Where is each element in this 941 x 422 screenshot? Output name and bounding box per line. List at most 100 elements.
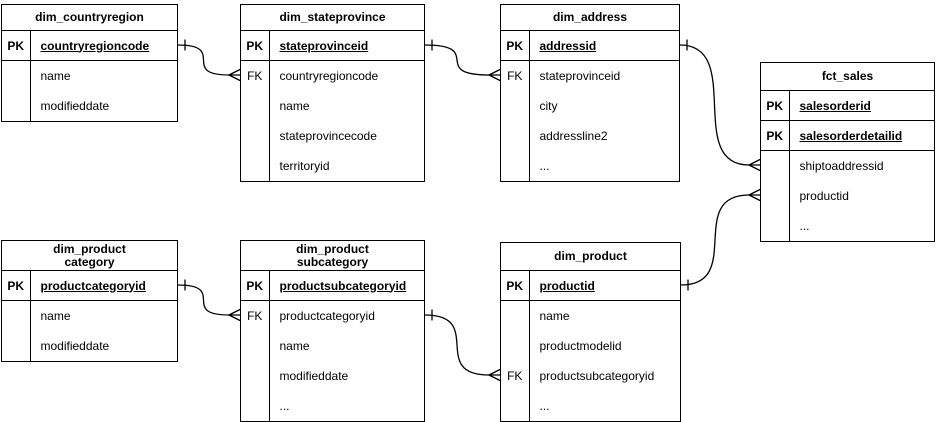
table-title: dim_countryregion	[2, 5, 177, 31]
field-row-territoryid: territoryid	[241, 151, 424, 181]
field-name: countryregioncode	[40, 38, 150, 53]
key-cell-empty	[761, 151, 790, 181]
table-title: dim_address	[501, 5, 679, 31]
field-name: name	[279, 339, 310, 353]
field-name: modifieddate	[279, 369, 349, 383]
key-cell-empty	[501, 301, 530, 331]
key-cell-empty	[241, 151, 270, 181]
field-row-stateprovincecode: stateprovincecode	[241, 121, 424, 151]
field-row-productmodelid: productmodelid	[501, 331, 680, 361]
field-name: name	[40, 69, 71, 83]
key-cell-empty	[241, 361, 270, 391]
field-row-modifieddate: modifieddate	[241, 361, 424, 391]
relationship-dim_countryregion-to-dim_stateprovince	[177, 39, 241, 82]
table-title-line: dim_product	[53, 241, 126, 256]
key-cell-empty	[2, 61, 31, 91]
field-name: addressline2	[539, 129, 608, 143]
key-label-fk: FK	[241, 61, 270, 91]
field-row-ellipsis: ...	[761, 211, 934, 241]
table-title: dim_product	[501, 243, 680, 271]
key-cell-empty	[501, 91, 530, 121]
field-row-countryregioncode: FK countryregioncode	[241, 61, 424, 91]
field-row-ellipsis: ...	[501, 151, 679, 181]
crows-foot-many-icon	[488, 368, 501, 382]
field-name: salesorderdetailid	[799, 128, 903, 143]
key-label-pk: PK	[241, 31, 270, 60]
field-row-modifieddate: modifieddate	[2, 91, 177, 121]
field-row-stateprovinceid: FK stateprovinceid	[501, 61, 679, 91]
table-title-line: dim_product	[554, 249, 627, 263]
field-row-ellipsis: ...	[501, 391, 680, 421]
table-title: fct_sales	[761, 63, 934, 91]
field-name: countryregioncode	[279, 69, 379, 83]
field-row-productid: productid	[761, 181, 934, 211]
field-name: productcategoryid	[279, 309, 375, 323]
field-name: ...	[799, 219, 810, 233]
table-title-line: dim_product	[296, 241, 369, 256]
field-row-modifieddate: modifieddate	[2, 331, 177, 361]
field-name: city	[539, 99, 558, 113]
relationship-curve	[177, 284, 230, 316]
field-name: stateprovincecode	[279, 129, 377, 143]
relationship-dim_product-to-fct_sales	[680, 188, 761, 291]
field-name: stateprovinceid	[279, 38, 369, 53]
key-cell-empty	[501, 151, 530, 181]
crows-foot-many-icon	[228, 68, 241, 82]
key-cell-empty	[2, 301, 31, 331]
field-row-name: name	[2, 61, 177, 91]
field-name: name	[40, 309, 71, 323]
field-row-stateprovinceid: PK stateprovinceid	[241, 31, 424, 61]
field-name: productcategoryid	[40, 278, 146, 293]
field-name: productsubcategoryid	[539, 369, 655, 383]
relationship-curve	[424, 314, 490, 376]
field-name: stateprovinceid	[539, 69, 621, 83]
field-name: modifieddate	[40, 339, 110, 353]
field-name: modifieddate	[40, 99, 110, 113]
key-cell-empty	[501, 331, 530, 361]
field-row-name: name	[501, 301, 680, 331]
relationship-dim_product_subcategory-to-dim_product	[424, 309, 501, 382]
field-row-name: name	[241, 331, 424, 361]
key-label-pk: PK	[501, 271, 530, 300]
table-title-line: dim_address	[552, 10, 628, 24]
field-row-ellipsis: ...	[241, 391, 424, 421]
relationship-curve	[424, 44, 490, 76]
field-name: salesorderid	[799, 98, 871, 113]
field-name: productmodelid	[539, 339, 622, 353]
field-name: ...	[279, 399, 290, 413]
key-label-pk: PK	[2, 31, 31, 60]
field-name: productid	[799, 189, 849, 203]
table-title: dim_stateprovince	[241, 5, 424, 31]
field-row-productsubcategoryid: FK productsubcategoryid	[501, 361, 680, 391]
key-cell-empty	[241, 121, 270, 151]
field-name: ...	[539, 159, 550, 173]
field-name: name	[279, 99, 310, 113]
key-cell-empty	[2, 331, 31, 361]
key-label-pk: PK	[761, 91, 790, 120]
field-name: productid	[539, 278, 595, 293]
crows-foot-many-icon	[228, 308, 241, 322]
key-label-fk: FK	[501, 61, 530, 91]
field-row-salesorderid: PK salesorderid	[761, 91, 934, 121]
field-row-addressline2: addressline2	[501, 121, 679, 151]
field-row-city: city	[501, 91, 679, 121]
key-label-fk: FK	[501, 361, 530, 391]
field-name: shiptoaddressid	[799, 159, 884, 173]
crows-foot-many-icon	[748, 158, 761, 172]
key-label-pk: PK	[501, 31, 530, 60]
key-cell-empty	[761, 211, 790, 241]
key-label-fk: FK	[241, 301, 270, 331]
table-title-line: fct_sales	[821, 69, 874, 83]
